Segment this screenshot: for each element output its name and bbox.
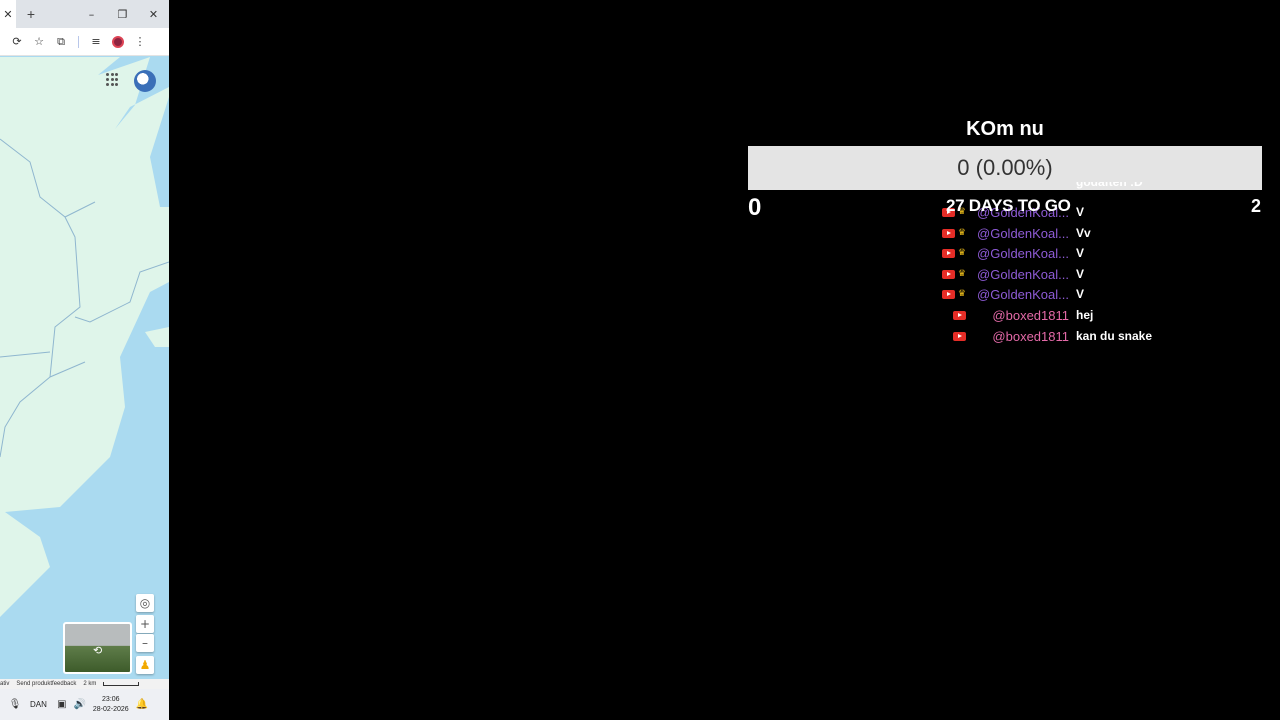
youtube-icon [941,289,955,299]
zoom-out-button[interactable]: – [136,634,154,652]
browser-toolbar: ⟳ ☆ ⧉ ≡ ⋮ [0,28,169,56]
clock-time: 23:06 [102,695,120,703]
volume-icon[interactable]: 🔊 [73,699,87,710]
apps-grid-icon[interactable] [106,73,120,87]
clock[interactable]: 23:06 28-02-2026 [93,695,129,715]
youtube-icon [941,269,955,279]
chat-message-text: godaften :D [1076,182,1143,189]
restore-button[interactable]: ❐ [117,7,128,21]
days-to-go-label: 27 DAYS TO GO [946,196,1071,215]
chat-badges: ♛ [930,289,966,299]
chat-badges: ♛ [930,248,966,258]
goal-progress-bar: 0 (0.00%) [748,146,1262,190]
water-corner [98,57,150,75]
map-footer: ativ Send produktfeedback 2 km [0,679,169,689]
pegman-icon[interactable]: ♟ [136,656,154,674]
chat-message-text: hej [1076,308,1094,322]
crown-icon: ♛ [957,289,966,299]
youtube-icon [953,331,966,341]
chat-message: @boxed1811 hej [930,305,1093,325]
road-branch-2 [74,261,169,323]
water-inlet [115,57,169,129]
chat-message: ♛ @GoldenKoal... Vv [930,223,1091,243]
bookmark-star-icon[interactable]: ☆ [34,35,44,48]
account-avatar[interactable] [134,70,156,92]
water-south [0,282,169,679]
chat-message: ♛ @GoldenKoal... V [930,243,1084,263]
chat-badges [930,331,966,341]
menu-kebab-icon[interactable]: ⋮ [134,35,146,48]
notification-bell-icon[interactable]: 🔔 [135,699,148,710]
os-taskbar: 🎙 DAN ▣ 🔊 23:06 28-02-2026 🔔 [0,689,169,720]
chat-author: @boxed1811 [992,328,1069,344]
road-branch-4 [49,361,86,378]
chat-badges: ♛ [930,228,966,238]
map-canvas[interactable] [0,57,169,679]
feedback-link[interactable]: Send produktfeedback [16,681,77,687]
new-tab-button[interactable]: + [26,6,36,22]
youtube-icon [941,248,955,258]
youtube-icon [953,310,966,320]
clock-date: 28-02-2026 [92,705,129,713]
goal-start-value: 0 [748,194,762,221]
crown-icon: ♛ [957,248,966,258]
chat-overlay: godaften :D ♛ @GoldenKoal... V ♛ @GoldenKoal.… [930,182,1260,352]
window-close-button[interactable]: ✕ [148,7,159,21]
chat-author: @GoldenKoal... [977,286,1069,302]
minimize-button[interactable]: – [88,7,95,21]
rotate-arrow-icon: ⟲ [93,645,103,657]
road-main [0,138,81,458]
microphone-icon[interactable]: 🎙 [8,699,22,710]
goal-progress-label: 0 (0.00%) [957,155,1053,180]
extensions-icon[interactable]: ⧉ [57,34,65,48]
chat-message: ♛ @GoldenKoal... V [930,284,1084,304]
chat-message: @boxed1811 kan du snake [930,326,1152,346]
chat-author: @boxed1811 [992,307,1069,323]
road-branch-1 [64,201,96,218]
chat-message: godaften :D [930,182,1143,192]
chat-message-text: kan du snake [1076,329,1153,343]
chat-message-text: V [1076,267,1085,281]
chat-author: @GoldenKoal... [977,225,1069,241]
map-svg [0,57,169,679]
chat-message-text: Vv [1076,226,1091,240]
youtube-icon [941,228,955,238]
reload-icon[interactable]: ⟳ [12,35,22,48]
window-controls: – ❐ ✕ [76,8,169,21]
crown-icon: ♛ [957,228,966,238]
goal-end-value: 2 [1251,196,1262,216]
chat-badges [930,310,966,320]
chat-author: @GoldenKoal... [977,245,1069,261]
water-north [150,57,169,207]
zoom-in-button[interactable]: + [136,615,154,633]
road-branch-3 [0,351,51,358]
chat-message-text: V [1076,287,1085,301]
scale-label: 2 km [83,681,97,687]
crown-icon: ♛ [957,269,966,279]
profile-avatar[interactable] [112,35,124,48]
chat-badges: ♛ [930,207,966,217]
scale-bar [103,682,140,686]
toolbar-separator [78,35,79,48]
crown-icon: ♛ [957,207,966,217]
goal-title: KOm nu [966,118,1044,140]
chat-message: ♛@GoldenKoal...V [930,202,1084,222]
language-indicator[interactable]: DAN [30,700,47,709]
attribution-text: ativ [0,681,10,687]
chat-message-text: V [1076,246,1085,260]
land-islet [145,327,169,347]
tab-close-button[interactable]: ✕ [0,0,16,28]
street-view-thumbnail[interactable]: ⟲ [63,622,132,674]
network-icon[interactable]: ▣ [57,699,67,710]
chat-badges: ♛ [930,269,966,279]
my-location-button[interactable]: ◎ [136,594,154,612]
tab-bar: ✕ + – ❐ ✕ [0,0,169,28]
browser-window: ✕ + – ❐ ✕ ⟳ ☆ ⧉ ≡ ⋮ [0,0,169,720]
media-control-icon[interactable]: ≡ [91,35,101,48]
chat-author: @GoldenKoal... [977,266,1069,282]
chat-message-text: V [1076,205,1085,219]
chat-message: ♛ @GoldenKoal... V [930,264,1084,284]
youtube-icon [941,207,955,217]
